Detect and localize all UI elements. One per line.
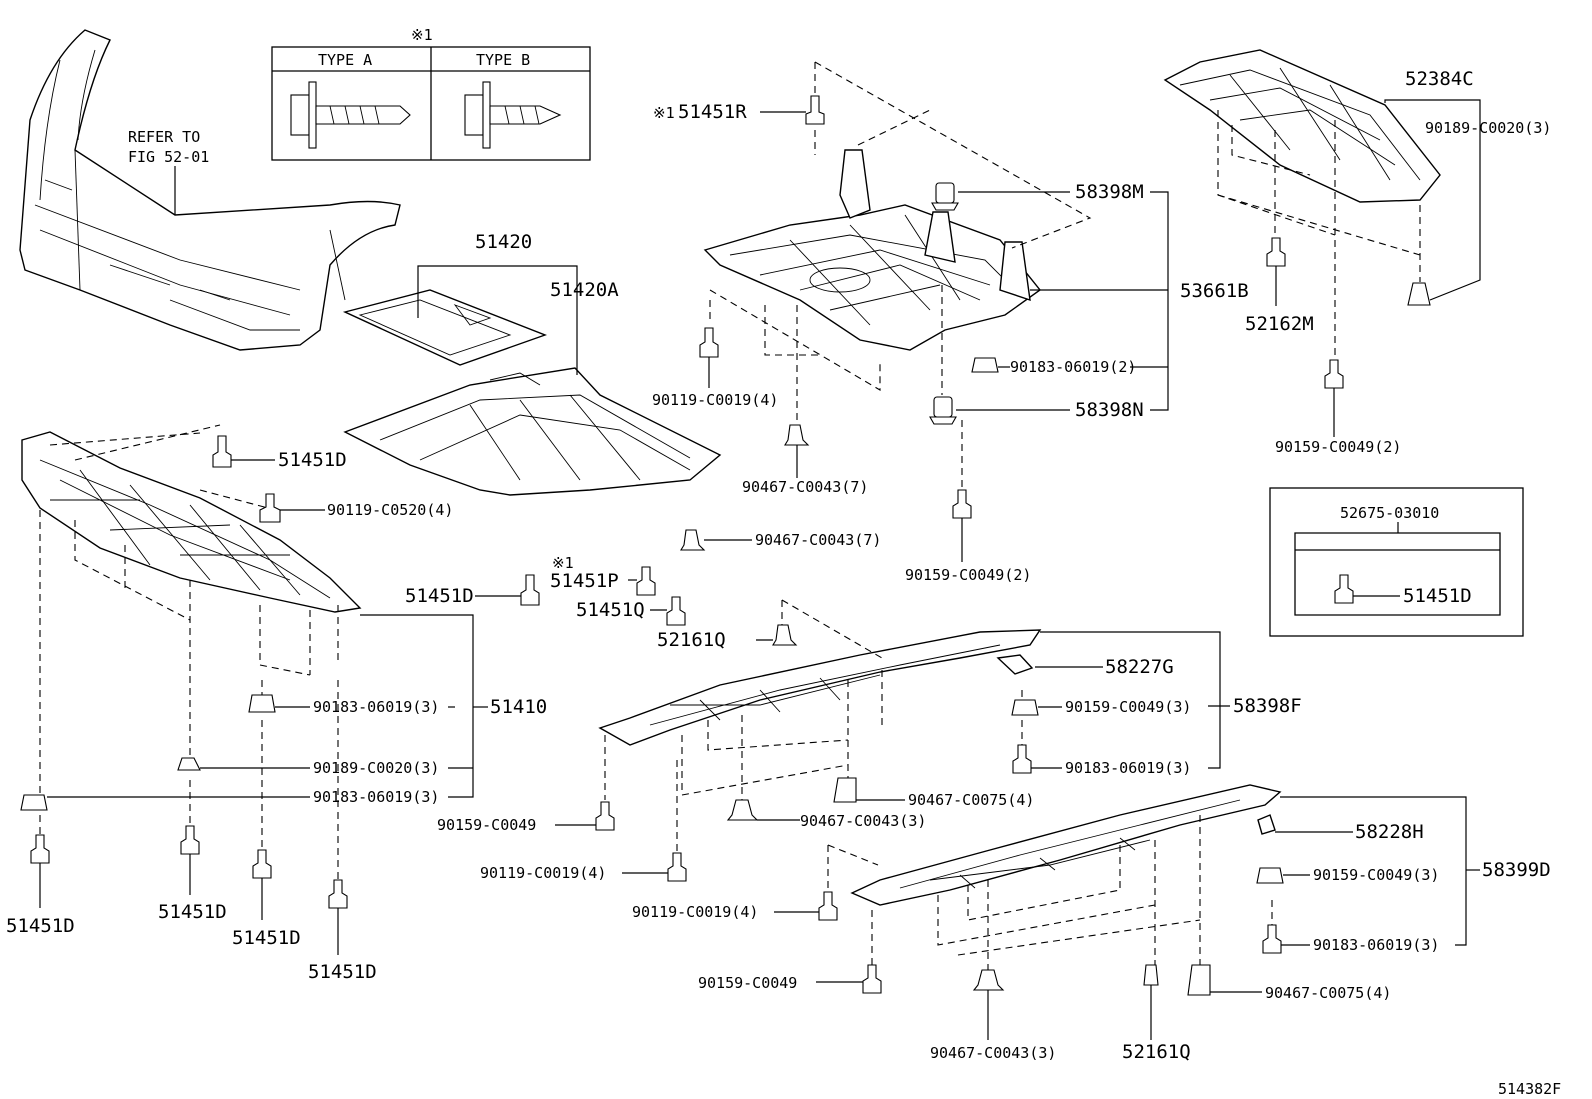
label-90183-06019-3-c: 90183-06019(3) <box>1065 759 1191 777</box>
label-90159-C0049-b: 90159-C0049 <box>698 974 797 992</box>
part-51420A-undercover <box>343 367 722 496</box>
inset-box: 52675-03010 51451D <box>1269 487 1524 637</box>
label-90467-C0075-4-a: 90467-C0075(4) <box>908 791 1034 809</box>
label-90119-C0019-4-b: 90119-C0019(4) <box>632 903 758 921</box>
label-90159-C0049-3-b: 90159-C0049(3) <box>1313 866 1439 884</box>
type-a-bolt-icon <box>290 81 411 149</box>
part-58398F-bar <box>598 629 1042 746</box>
label-90467-C0043-7-a: 90467-C0043(7) <box>742 478 868 496</box>
label-90467-C0075-4-b: 90467-C0075(4) <box>1265 984 1391 1002</box>
label-58398F: 58398F <box>1233 695 1302 717</box>
bracket-c <box>999 241 1031 302</box>
label-58398M: 58398M <box>1075 181 1144 203</box>
inset-part-label: 51451D <box>1403 585 1472 607</box>
label-90467-C0043-3-b: 90467-C0043(3) <box>930 1044 1056 1062</box>
front-bumper-cover <box>19 29 401 351</box>
label-90467-C0043-7-b: 90467-C0043(7) <box>755 531 881 549</box>
label-52161Q-bottom: 52161Q <box>1122 1041 1191 1063</box>
diagram-id: 514382F <box>1498 1080 1561 1098</box>
type-b-bolt-icon <box>464 81 562 149</box>
label-90183-06019-3-a: 90183-06019(3) <box>313 698 439 716</box>
bracket-58227G <box>996 654 1034 675</box>
refer-note-line2: FIG 52-01 <box>128 148 209 166</box>
refer-note-line1: REFER TO <box>128 128 200 146</box>
nut-icon <box>20 357 1284 884</box>
part-58398F-dashes <box>604 599 1023 855</box>
label-90467-C0043-3-a: 90467-C0043(3) <box>800 812 926 830</box>
bracket-b <box>924 211 956 263</box>
label-90183-06019-3-d: 90183-06019(3) <box>1313 936 1439 954</box>
label-90159-C0049-3-a: 90159-C0049(3) <box>1065 698 1191 716</box>
label-90119-C0520-4: 90119-C0520(4) <box>327 501 453 519</box>
leader-lines <box>39 99 1481 1040</box>
part-51410-dashes <box>39 424 339 880</box>
type-box-marker: ※1 <box>411 26 433 44</box>
label-52161Q-top: 52161Q <box>657 629 726 651</box>
label-58227G: 58227G <box>1105 656 1174 678</box>
label-90159-C0049-2-right: 90159-C0049(2) <box>1275 438 1401 456</box>
fastener-type-box: ※1 TYPE A TYPE B <box>271 26 591 161</box>
label-51451P: 51451P <box>550 570 619 592</box>
label-51451D-b: 51451D <box>405 585 474 607</box>
part-51410-undercover <box>21 431 362 613</box>
label-58399D: 58399D <box>1482 859 1551 881</box>
label-51420: 51420 <box>475 231 532 253</box>
label-51410: 51410 <box>490 696 547 718</box>
label-51451D-e: 51451D <box>232 927 301 949</box>
clip-icon <box>177 182 1431 996</box>
label-90183-06019-3-b: 90183-06019(3) <box>313 788 439 806</box>
bolt-icon <box>30 95 1354 994</box>
part-58399D-dashes <box>827 815 1273 975</box>
label-58228H: 58228H <box>1355 821 1424 843</box>
label-52384C: 52384C <box>1405 68 1474 90</box>
part-52384C-cover <box>1163 49 1441 203</box>
bracket-58228H <box>1257 814 1276 835</box>
label-90119-C0019-4-top: 90119-C0019(4) <box>652 391 778 409</box>
label-90159-C0049-2-mid: 90159-C0049(2) <box>905 566 1031 584</box>
type-a-label: TYPE A <box>318 51 372 69</box>
label-51451D-a: 51451D <box>278 449 347 471</box>
label-51420A: 51420A <box>550 279 619 301</box>
label-51451Q: 51451Q <box>576 599 645 621</box>
label-90189-C0020-3-top: 90189-C0020(3) <box>1425 119 1551 137</box>
part-52384C-dashes <box>1217 110 1421 360</box>
label-51451R: 51451R <box>678 101 747 123</box>
label-90159-C0049-a: 90159-C0049 <box>437 816 536 834</box>
inset-header: 52675-03010 <box>1340 504 1439 522</box>
label-51451D-c: 51451D <box>6 915 75 937</box>
type-b-label: TYPE B <box>476 51 530 69</box>
label-90183-06019-2: 90183-06019(2) <box>1010 358 1136 376</box>
label-51451P-mark: ※1 <box>552 554 574 572</box>
refer-note: REFER TO FIG 52-01 <box>128 128 209 215</box>
part-51420-cover <box>342 289 548 366</box>
part-53661B-undercover <box>703 149 1042 351</box>
part-51420-leader <box>417 265 578 375</box>
bracket-a <box>839 149 871 219</box>
part-53661B-dashes <box>709 61 1092 490</box>
label-51451R-mark: ※1 <box>653 104 675 122</box>
part-58399D-bar <box>850 784 1282 906</box>
label-58398N: 58398N <box>1075 399 1144 421</box>
label-90119-C0019-4-a: 90119-C0019(4) <box>480 864 606 882</box>
label-53661B: 53661B <box>1180 280 1249 302</box>
label-51451D-f: 51451D <box>308 961 377 983</box>
label-51451D-d: 51451D <box>158 901 227 923</box>
label-90189-C0020-3: 90189-C0020(3) <box>313 759 439 777</box>
label-52162M: 52162M <box>1245 313 1314 335</box>
